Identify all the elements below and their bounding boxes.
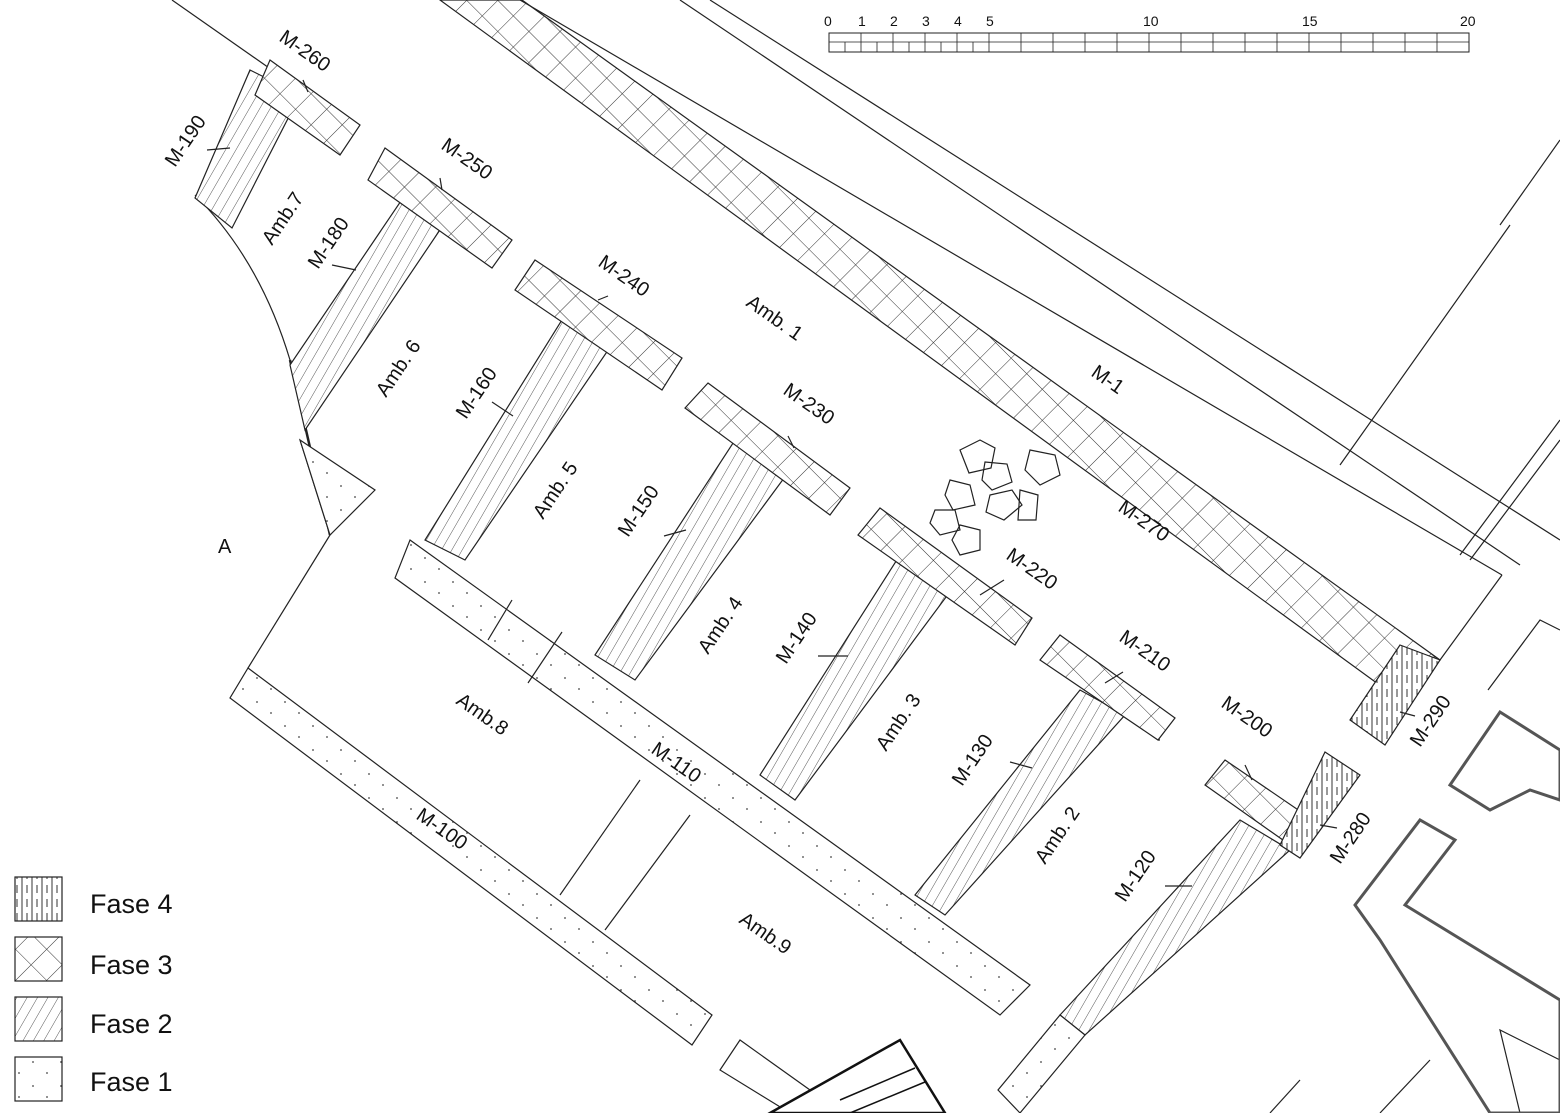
scale-tick-1: 1 [858, 13, 866, 29]
legend: Fase 4 Fase 3 Fase 2 Fase 1 [14, 876, 173, 1102]
label-m140: M-140 [772, 608, 822, 667]
partition-lines [247, 534, 1160, 931]
context-lines [171, 0, 1560, 1113]
wall-m250 [367, 147, 513, 269]
label-m210: M-210 [1115, 626, 1174, 677]
label-amb7: Amb.7 [258, 189, 309, 249]
label-m1: M-1 [1087, 361, 1128, 399]
label-amb5: Amb. 5 [529, 458, 583, 523]
label-m240: M-240 [594, 251, 653, 302]
label-m120: M-120 [1111, 846, 1161, 905]
label-m230: M-230 [779, 379, 838, 430]
label-m200: M-200 [1217, 692, 1276, 743]
scale-tick-10: 10 [1143, 13, 1159, 29]
legend-item-fase2: Fase 2 [14, 996, 173, 1042]
label-m190: M-190 [161, 111, 211, 170]
label-amb1: Amb. 1 [742, 291, 807, 345]
legend-label-fase3: Fase 3 [90, 950, 173, 980]
scale-tick-labels: 0 1 2 3 4 5 10 15 20 [824, 13, 1476, 29]
scale-bar: 0 1 2 3 4 5 10 15 20 [824, 13, 1476, 53]
wall-m160 [424, 314, 616, 561]
wall-m120-base [997, 1014, 1086, 1113]
legend-label-fase1: Fase 1 [90, 1067, 173, 1097]
fase2-walls [194, 69, 1292, 1036]
label-amb9: Amb.9 [735, 908, 795, 959]
modern-structures [767, 709, 1560, 1113]
legend-label-fase2: Fase 2 [90, 1009, 173, 1039]
label-ticks [206, 79, 1416, 887]
fase1-walls [229, 539, 1086, 1113]
scale-tick-4: 4 [954, 13, 962, 29]
legend-swatch-fase2 [14, 996, 63, 1042]
scale-tick-5: 5 [986, 13, 994, 29]
wall-m140 [759, 554, 956, 801]
legend-swatch-fase3 [14, 936, 63, 982]
wall-m130 [914, 689, 1126, 916]
label-m250: M-250 [437, 134, 496, 185]
label-m220: M-220 [1002, 544, 1061, 595]
legend-item-fase4: Fase 4 [14, 876, 173, 922]
label-m150: M-150 [614, 481, 664, 540]
scale-tick-3: 3 [922, 13, 930, 29]
wall-m120 [1059, 819, 1292, 1036]
wall-m280 [1279, 751, 1361, 859]
wall-m220 [857, 507, 1033, 646]
label-point-a: A [218, 536, 232, 558]
wall-m290 [1349, 644, 1441, 746]
label-m160: M-160 [452, 363, 502, 422]
legend-swatch-fase1 [14, 1056, 63, 1102]
wall-m110 [394, 539, 1031, 1016]
wall-m180 [289, 194, 451, 432]
scale-tick-2: 2 [890, 13, 898, 29]
legend-item-fase3: Fase 3 [14, 936, 173, 982]
label-amb6: Amb. 6 [372, 336, 426, 401]
label-m260: M-260 [275, 26, 334, 77]
fase4-walls [1279, 644, 1441, 859]
fase3-heads [254, 59, 1311, 846]
label-m130: M-130 [948, 730, 998, 789]
scale-tick-15: 15 [1302, 13, 1318, 29]
stone-blocks [929, 439, 1061, 556]
label-amb4: Amb. 4 [694, 593, 748, 658]
wall-m100 [229, 667, 713, 1046]
legend-swatch-fase4 [14, 876, 63, 922]
label-amb2: Amb. 2 [1031, 803, 1085, 868]
label-amb3: Amb. 3 [872, 690, 926, 755]
legend-label-fase4: Fase 4 [90, 889, 173, 919]
scale-tick-0: 0 [824, 13, 832, 29]
scale-tick-20: 20 [1460, 13, 1476, 29]
legend-item-fase1: Fase 1 [14, 1056, 173, 1102]
label-m280: M-280 [1326, 808, 1376, 867]
wall-m240 [514, 259, 683, 391]
wall-m150 [594, 439, 791, 681]
wall-m260 [254, 59, 361, 156]
wall-m230 [684, 382, 851, 516]
label-m180: M-180 [304, 213, 354, 272]
label-amb8: Amb.8 [452, 689, 512, 740]
